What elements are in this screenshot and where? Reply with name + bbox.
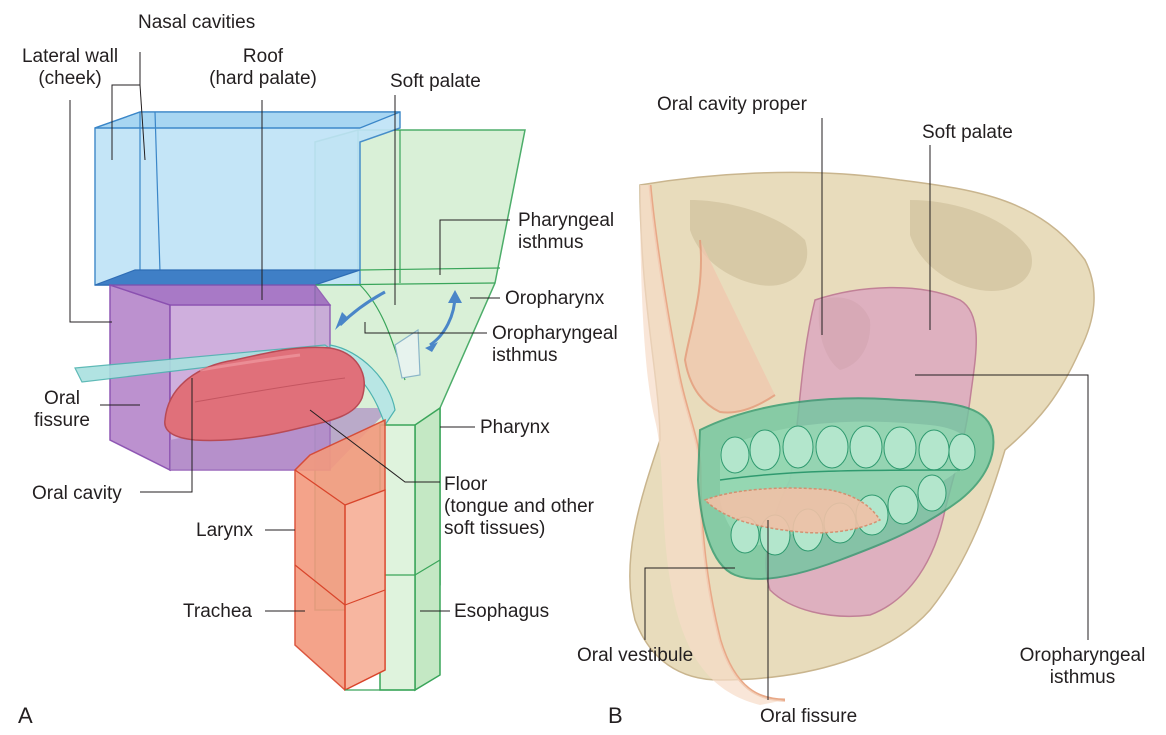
label-oral-cavity-proper: Oral cavity proper — [657, 94, 807, 115]
label-oropharyngeal-isthmus-b-line1: Oropharyngeal — [1019, 645, 1146, 666]
label-oral-cavity: Oral cavity — [32, 483, 122, 504]
label-floor-line1: Floor — [444, 474, 488, 495]
label-pharynx: Pharynx — [480, 417, 550, 438]
label-oropharyngeal-isthmus-a-line2: isthmus — [492, 345, 558, 366]
label-pharyngeal-isthmus-line2: isthmus — [518, 232, 584, 253]
airflow-arrows — [335, 290, 462, 352]
label-soft-palate-b: Soft palate — [922, 122, 1013, 143]
pharyngeal-lines — [314, 267, 501, 381]
label-oropharyngeal-isthmus-a: Oropharyngeal isthmus — [492, 323, 618, 367]
label-oral-fissure-a-line1: Oral — [44, 388, 80, 409]
panel-a-diagram — [69, 52, 526, 692]
label-roof: Roof (hard palate) — [195, 46, 331, 90]
label-floor-line2: (tongue and other — [444, 496, 595, 517]
label-pharyngeal-isthmus: Pharyngeal isthmus — [518, 210, 614, 254]
leader-lines-a — [69, 52, 510, 612]
panel-b-diagram — [629, 118, 1095, 705]
label-oropharynx: Oropharynx — [505, 288, 605, 309]
label-roof-line2: (hard palate) — [209, 68, 317, 89]
label-soft-palate-a: Soft palate — [390, 71, 481, 92]
label-trachea: Trachea — [183, 601, 252, 622]
leader-lines-b — [644, 118, 1089, 700]
label-pharyngeal-isthmus-line1: Pharyngeal — [518, 210, 615, 231]
label-oropharyngeal-isthmus-b: Oropharyngeal isthmus — [1005, 645, 1160, 689]
label-lateral-wall: Lateral wall (cheek) — [12, 46, 128, 90]
label-roof-line1: Roof — [242, 46, 284, 67]
label-oral-fissure-b: Oral fissure — [760, 706, 858, 727]
label-lateral-wall-line1: Lateral wall — [21, 46, 119, 67]
label-oral-fissure-a: Oral fissure — [30, 388, 94, 432]
label-esophagus: Esophagus — [454, 601, 550, 622]
label-oropharyngeal-isthmus-a-line1: Oropharyngeal — [492, 323, 618, 344]
panel-b-letter: B — [608, 703, 623, 728]
label-larynx: Larynx — [196, 520, 254, 541]
lips-shape — [703, 487, 882, 534]
nose-outline — [683, 239, 776, 414]
panel-a-letter: A — [18, 703, 33, 728]
label-lateral-wall-line2: (cheek) — [38, 68, 102, 89]
label-floor-line3: soft tissues) — [444, 518, 546, 539]
larynx-trachea — [294, 418, 415, 692]
label-floor: Floor (tongue and other soft tissues) — [444, 474, 594, 540]
label-oropharyngeal-isthmus-b-line2: isthmus — [1049, 667, 1116, 688]
nasal-cavities-box — [94, 111, 401, 286]
label-nasal-cavities: Nasal cavities — [138, 12, 256, 33]
label-oral-fissure-a-line2: fissure — [34, 410, 90, 431]
label-oral-vestibule: Oral vestibule — [577, 645, 694, 666]
tongue-shape — [164, 346, 365, 442]
